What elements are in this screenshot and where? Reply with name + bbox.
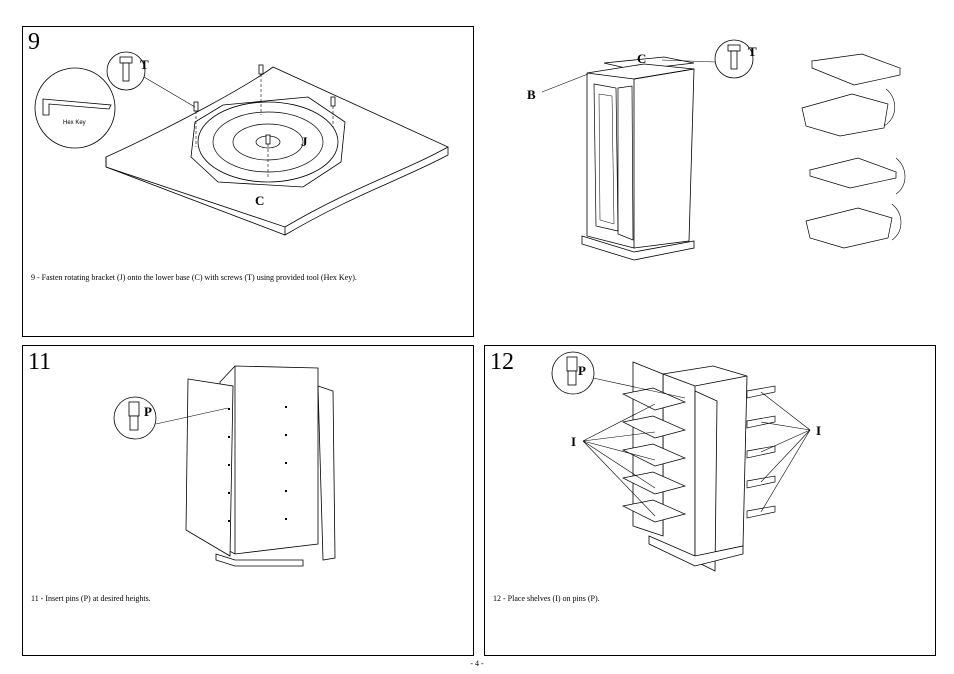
label-t-top: T	[748, 44, 757, 60]
label-c-step9: C	[255, 193, 264, 209]
step-11-panel: 11 P 11 - Insert pins (P) at desired hei…	[22, 345, 474, 656]
label-i-left: I	[571, 434, 576, 450]
label-i-right: I	[816, 423, 821, 439]
label-c-top: C	[637, 51, 646, 67]
label-p-step11: P	[144, 404, 152, 420]
step-11-caption: 11 - Insert pins (P) at desired heights.	[31, 594, 151, 603]
step-12-caption: 12 - Place shelves (I) on pins (P).	[493, 594, 600, 603]
step-11-illustration	[23, 346, 475, 657]
step-12-illustration	[485, 346, 937, 657]
label-b: B	[527, 87, 536, 103]
label-t-step9: T	[140, 57, 149, 73]
hex-key-label: Hex Key	[63, 120, 86, 126]
step-9-caption: 9 - Fasten rotating bracket (J) onto the…	[31, 273, 357, 282]
step-9-illustration	[23, 27, 475, 338]
step-9-panel: 9 Hex Key T J	[22, 26, 474, 337]
page-number: - 4 -	[0, 659, 954, 668]
label-j: J	[301, 134, 308, 150]
step-12-panel: 12	[484, 345, 936, 656]
cabinet-top-illustration: C T B	[484, 26, 936, 337]
label-p-step12: P	[578, 363, 586, 379]
